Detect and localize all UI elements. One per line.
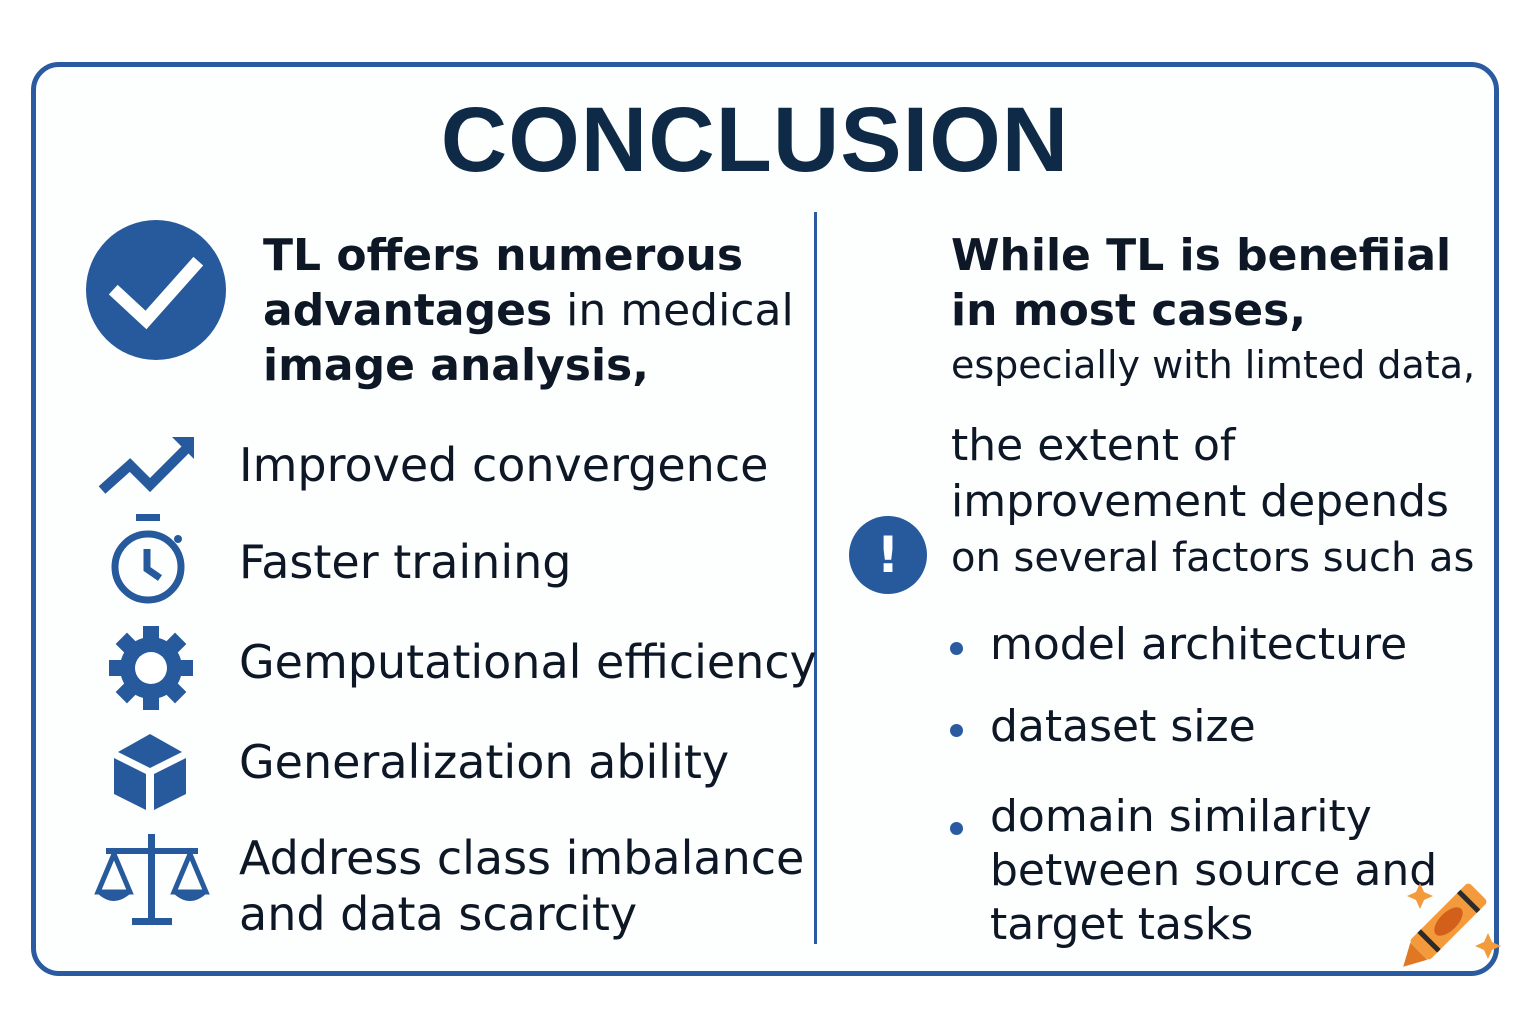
intro-line-2-bold: advantages [263, 285, 553, 336]
feature-improved-convergence: Improved convergence [92, 425, 812, 525]
right-intro-line-2: in most cases, [951, 285, 1307, 336]
feature-label: Improved convergence [239, 438, 769, 492]
factor-text-line-3: target tasks [990, 899, 1254, 950]
right-intro-text: While TL is benefiial in most cases, esp… [951, 228, 1491, 393]
right-body-line-1: the extent of [951, 420, 1236, 471]
feature-label: Gemputational efficiency [239, 635, 817, 689]
trend-up-icon [98, 437, 194, 494]
right-body-line-3: on several factors such as [951, 535, 1475, 581]
gear-icon [109, 626, 193, 710]
bullet-dot-icon [950, 642, 963, 655]
feature-generalization-ability: Generalization ability [92, 722, 812, 822]
feature-computational-efficiency: Gemputational efficiency [92, 618, 817, 718]
right-body-line-2: improvement depends [951, 476, 1449, 527]
bullet-dot-icon [950, 724, 963, 737]
intro-line-3: image analysis, [263, 340, 649, 391]
cube-icon [114, 734, 186, 810]
stopwatch-icon [111, 514, 185, 604]
feature-label-line-1: Address class imbalance [239, 831, 805, 885]
intro-line-2-regular: in medical [552, 285, 794, 336]
intro-line-1: TL offers numerous [263, 230, 744, 281]
right-body-text: the extent of improvement depends on sev… [951, 418, 1491, 586]
feature-class-imbalance: Address class imbalance and data scarcit… [92, 830, 812, 950]
column-divider [814, 212, 817, 944]
feature-faster-training: Faster training [92, 512, 812, 612]
factor-text-line-1: domain similarity [990, 791, 1372, 842]
feature-label-line-2: and data scarcity [239, 887, 638, 941]
right-intro-line-3: especially with limted data, [951, 343, 1476, 387]
right-intro-line-1: While TL is benefiial [951, 230, 1452, 281]
conclusion-card [31, 62, 1499, 976]
scales-icon [94, 834, 210, 925]
factor-text: dataset size [990, 701, 1256, 752]
exclamation-icon: ! [849, 516, 927, 594]
factor-text-line-2: between source and [990, 845, 1438, 896]
factor-text: model architecture [990, 619, 1408, 670]
feature-label: Faster training [239, 535, 572, 589]
page-title: CONCLUSION [440, 89, 1070, 191]
left-intro-text: TL offers numerous advantages in medical… [263, 228, 803, 393]
check-circle-icon [86, 220, 226, 360]
crayon-icon [1403, 883, 1501, 967]
feature-label: Generalization ability [239, 735, 730, 789]
bullet-dot-icon [950, 822, 963, 835]
